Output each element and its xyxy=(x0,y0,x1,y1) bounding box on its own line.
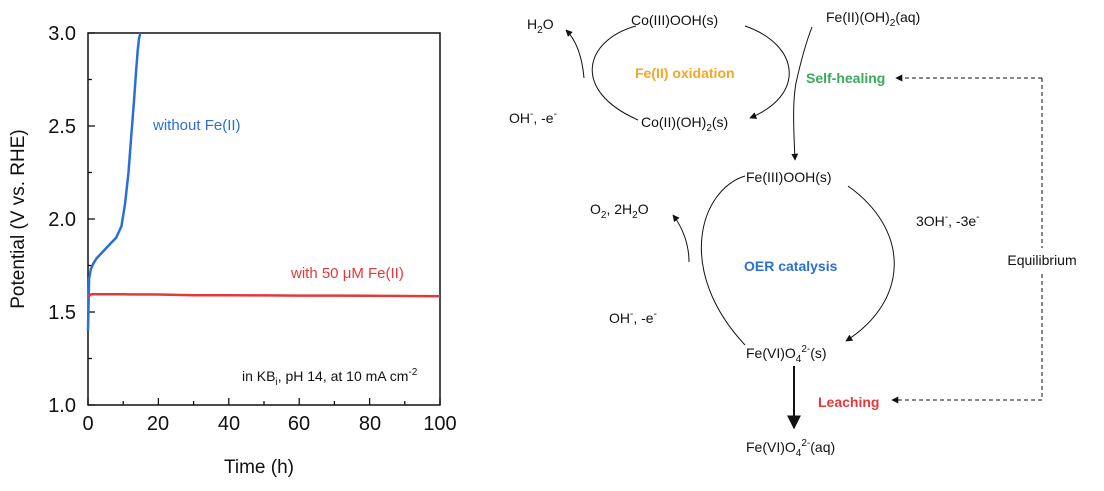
oh-e-bottom-label: OH-, -e- xyxy=(609,309,657,326)
fe-vi-s-label: Fe(VI)O42-(s) xyxy=(746,344,827,365)
fe-iii-label: Fe(III)OOH(s) xyxy=(746,169,832,185)
x-axis-label: Time (h) xyxy=(224,457,294,478)
x-tick-label: 100 xyxy=(423,413,456,435)
axis-ticks xyxy=(87,32,441,406)
co-ii-label: Co(II)(OH)2(s) xyxy=(641,114,728,134)
reaction-scheme: H2O Co(III)OOH(s) Fe(II)(OH)2(aq) Fe(II)… xyxy=(509,9,1084,459)
y-tick-label: 1.5 xyxy=(48,302,76,324)
conditions-annotation: in KBi, pH 14, at 10 mA cm-2 xyxy=(242,367,418,388)
x-tick-label: 20 xyxy=(147,413,169,435)
fe-ii-aq-label: Fe(II)(OH)2(aq) xyxy=(826,9,920,29)
series-label-with-fe: with 50 μM Fe(II) xyxy=(290,265,404,282)
plot-frame xyxy=(87,32,441,406)
x-tick-label: 60 xyxy=(288,413,310,435)
equilibrium-label: Equilibrium xyxy=(1007,252,1076,268)
fe-vi-aq-label: Fe(VI)O42-(aq) xyxy=(746,438,835,459)
h2o-label: H2O xyxy=(527,16,554,36)
oer-catalysis-label: OER catalysis xyxy=(744,258,838,274)
x-tick-label: 0 xyxy=(82,413,93,435)
leaching-label: Leaching xyxy=(818,394,879,410)
oer-cycle-arc-left xyxy=(700,175,746,346)
fe-ii-branch-arrow xyxy=(791,26,813,161)
x-tick-label: 40 xyxy=(218,413,240,435)
equilibrium-label-bg xyxy=(1000,248,1084,272)
o2-h2o-label: O2, 2H2O xyxy=(590,201,649,221)
oer-cycle-arc-right xyxy=(845,185,895,342)
three-oh-label: 3OH-, -3e- xyxy=(916,212,980,229)
potential-chart: 1.0 1.5 2.0 2.5 3.0 0 20 40 60 80 100 Ti… xyxy=(8,23,457,478)
series-label-without-fe: without Fe(II) xyxy=(152,117,241,134)
series-line-with-fe xyxy=(87,293,441,298)
y-tick-label: 1.0 xyxy=(48,395,76,417)
co-iii-label: Co(III)OOH(s) xyxy=(631,12,718,28)
h2o-branch-arrow xyxy=(565,29,585,79)
y-tick-label: 2.5 xyxy=(48,116,76,138)
series-line-without-fe xyxy=(86,32,142,331)
o2-branch-arrow xyxy=(672,214,690,263)
co-cycle-arc-right xyxy=(744,25,790,119)
self-healing-label: Self-healing xyxy=(806,70,885,86)
x-tick-label: 80 xyxy=(359,413,381,435)
oh-e-top-label: OH-, -e- xyxy=(509,109,557,126)
co-cycle-arc-left xyxy=(591,25,639,121)
fe-oxidation-label: Fe(II) oxidation xyxy=(635,65,735,81)
y-axis-label: Potential (V vs. RHE) xyxy=(8,129,29,309)
y-tick-label: 3.0 xyxy=(48,23,76,45)
y-tick-label: 2.0 xyxy=(48,209,76,231)
